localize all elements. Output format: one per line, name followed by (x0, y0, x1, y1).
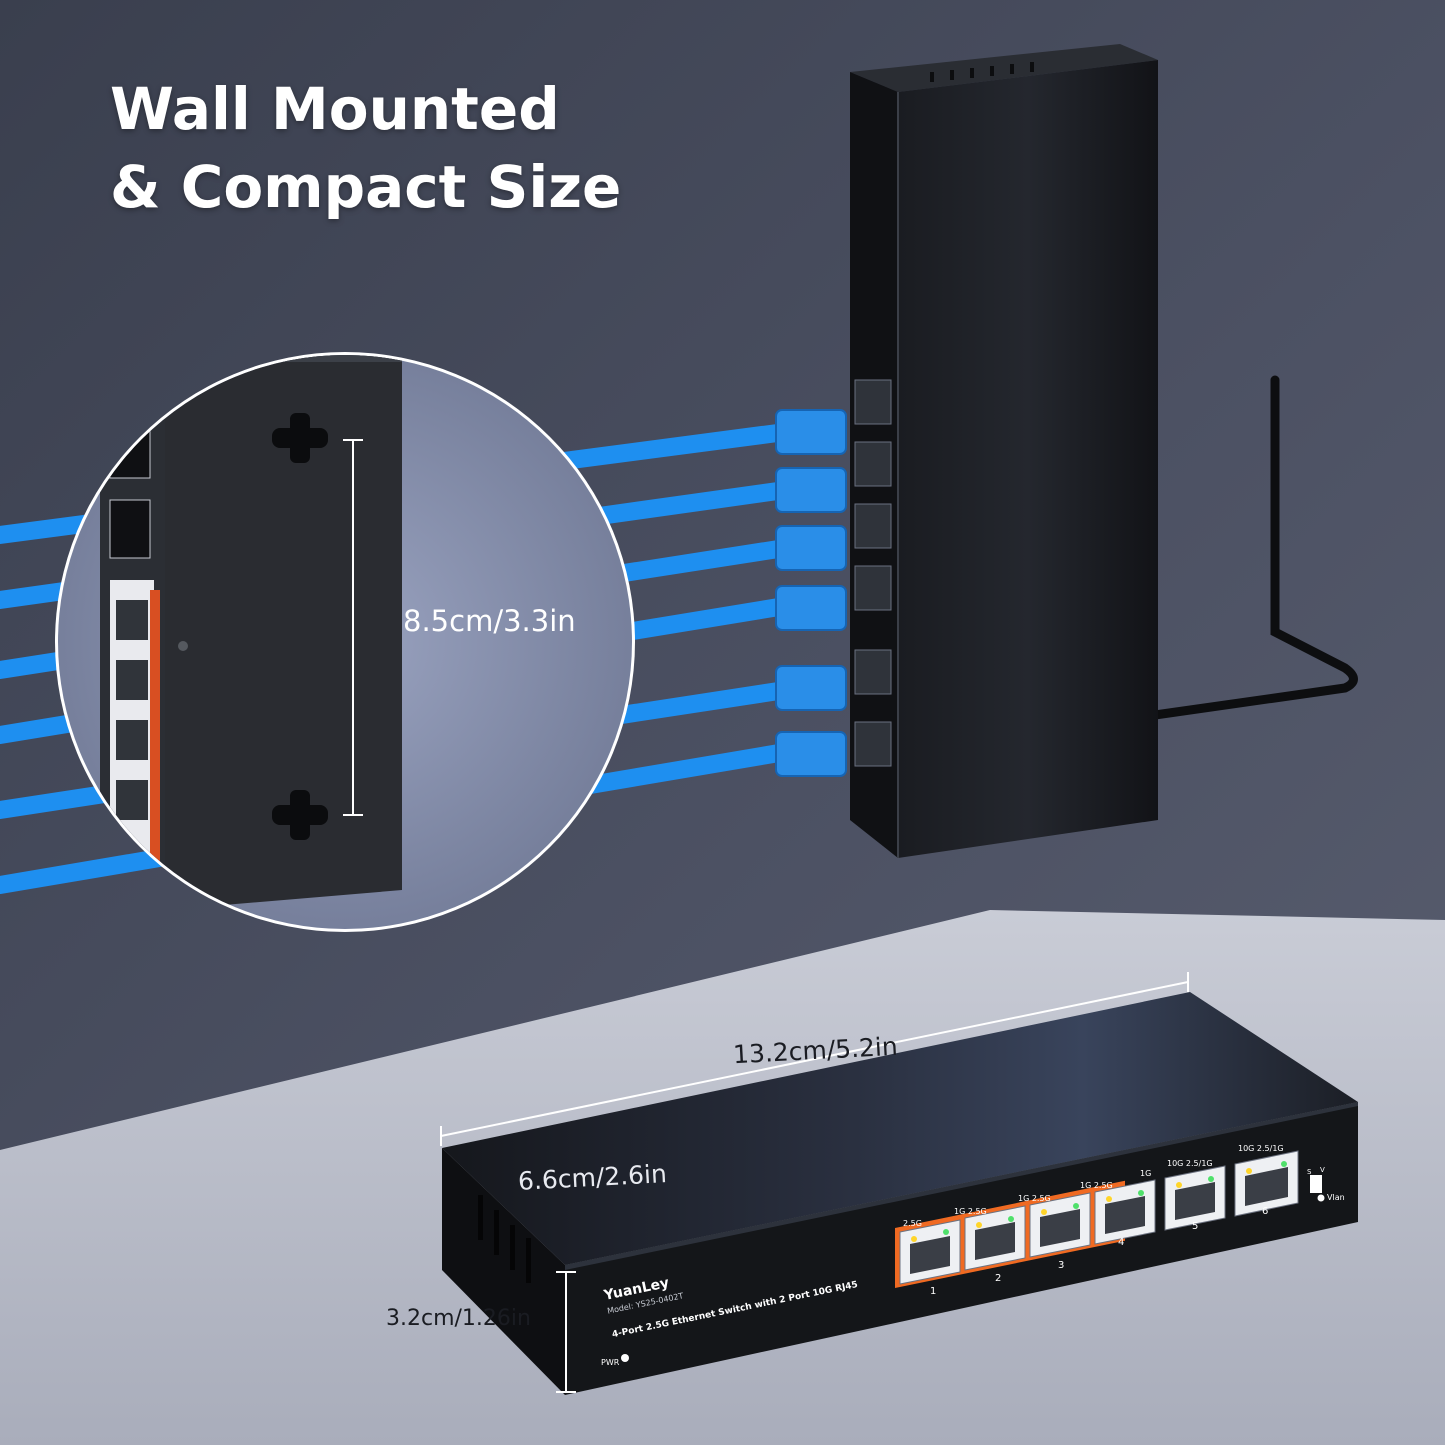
port-speed-label: 2.5G (903, 1219, 922, 1228)
tabletop-switch: YuanLey Model: YS25-0402T 4-Port 2.5G Et… (442, 992, 1358, 1395)
port-speed-label: 1G (1140, 1169, 1151, 1178)
zoom-detail-circle (55, 352, 635, 932)
port-speed-label: 1G 2.5G (954, 1207, 987, 1216)
port-speed-label: 1G 2.5G (1018, 1194, 1051, 1203)
port-number: 5 (1192, 1221, 1198, 1232)
power-label: PWR (601, 1358, 620, 1367)
height-dimension-line-bottom (556, 1271, 576, 1393)
port-number: 6 (1262, 1206, 1268, 1217)
height-dimension-line (343, 439, 363, 816)
port-number: 1 (930, 1286, 936, 1297)
port-speed-label: 10G 2.5/1G (1238, 1144, 1284, 1153)
port-speed-label: 10G 2.5/1G (1167, 1159, 1213, 1168)
switch-label-v: V (1320, 1166, 1325, 1174)
power-cord (1150, 375, 1358, 720)
width-dimension-line (440, 972, 1189, 1146)
rj45-plugs (775, 409, 847, 777)
port-number: 2 (995, 1273, 1001, 1284)
port-speed-label: 1G 2.5G (1080, 1181, 1113, 1190)
switch-label-s: S (1307, 1168, 1312, 1176)
port-number: 4 (1118, 1237, 1124, 1248)
zoom-height-dimension-label: 8.5cm/3.3in (403, 604, 576, 638)
height-dimension-label: 3.2cm/1.26in (386, 1306, 531, 1331)
wall-mounted-switch (850, 44, 1158, 858)
vlan-label: Vlan (1327, 1193, 1345, 1202)
keyhole-slot-icon (272, 413, 328, 463)
headline-line-2: & Compact Size (110, 153, 622, 221)
port-number: 3 (1058, 1260, 1064, 1271)
headline-line-1: Wall Mounted (110, 75, 560, 143)
keyhole-slot-icon (272, 790, 328, 840)
headline: Wall Mounted & Compact Size (110, 70, 621, 226)
